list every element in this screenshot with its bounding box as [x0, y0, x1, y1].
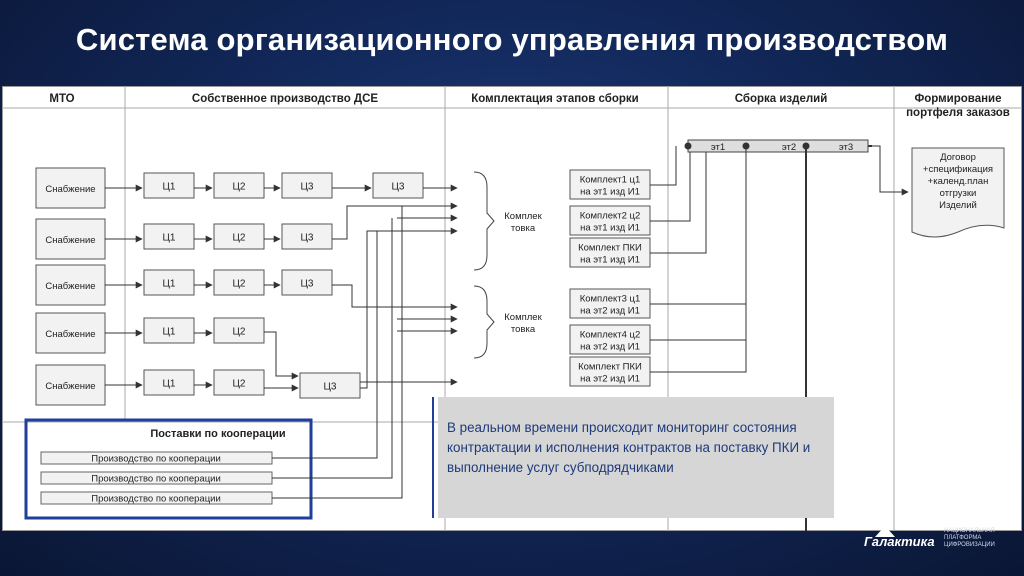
workshop-c3-extra-label: Ц3 — [392, 182, 405, 193]
kitting-bracket — [473, 285, 495, 359]
stage-junction — [684, 142, 692, 150]
workshop-c3-extra — [372, 172, 424, 199]
kit-box — [569, 169, 651, 200]
order-document-icon — [911, 147, 1005, 238]
workshop-c3 — [281, 269, 333, 296]
workshop-c1-label: Ц1 — [163, 233, 176, 244]
kit-box — [569, 324, 651, 355]
logo-name: Галактика — [864, 534, 935, 549]
slide-title: Система организационного управления прои… — [75, 22, 949, 57]
logo-subtitle: НАЦИОНАЛЬНАЯ ПЛАТФОРМА ЦИФРОВИЗАЦИИ — [944, 528, 995, 548]
supply-box — [35, 364, 106, 406]
kit-connector — [650, 146, 707, 254]
workshop-c2 — [213, 317, 265, 344]
kitting-bracket — [473, 171, 495, 271]
column-header-mto: МТО — [49, 93, 74, 105]
column-header-production: Собственное производство ДСЕ — [192, 93, 379, 105]
column-header-assembly: Сборка изделий — [735, 93, 828, 105]
kit-connector — [650, 146, 691, 222]
workshop-c2-label: Ц2 — [233, 279, 246, 290]
stage-label: эт1 — [711, 142, 725, 153]
cooperation-title: Поставки по кооперации — [150, 428, 285, 440]
galaktika-logo: Галактика НАЦИОНАЛЬНАЯ ПЛАТФОРМА ЦИФРОВИ… — [860, 524, 1010, 564]
kit-connector — [650, 146, 747, 305]
workshop-c2 — [213, 269, 265, 296]
workshop-c2 — [213, 172, 265, 199]
workshop-c3-label: Ц3 — [301, 233, 314, 244]
workshop-c1 — [143, 269, 195, 296]
workshop-c2-label: Ц2 — [233, 182, 246, 193]
supply-box-label: Снабжение — [45, 281, 95, 292]
workshop-c1-label: Ц1 — [163, 182, 176, 193]
kit-connector — [650, 146, 747, 373]
kit-connector — [650, 146, 747, 341]
workshop-c1 — [143, 369, 195, 396]
workshop-c1 — [143, 172, 195, 199]
supply-box-label: Снабжение — [45, 329, 95, 340]
workshop-c3-label: Ц3 — [301, 182, 314, 193]
supply-box — [35, 218, 106, 260]
cooperation-connector — [272, 231, 378, 459]
stage-label: эт2 — [782, 142, 796, 153]
workshop-c3 — [281, 223, 333, 250]
supply-box-label: Снабжение — [45, 381, 95, 392]
cooperation-connector — [272, 206, 403, 499]
workshop-c3-label: Ц3 — [301, 279, 314, 290]
flow-arrow — [264, 331, 299, 380]
swimlane-frame — [2, 86, 1022, 531]
cooperation-connector — [272, 218, 393, 479]
column-header-kitting: Комплектация этапов сборки — [471, 93, 638, 105]
cooperation-item-label: Производство по кооперации — [91, 454, 221, 465]
monitoring-callout: В реальном времени происходит мониторинг… — [432, 397, 834, 518]
flow-arrow — [332, 284, 458, 311]
flow-arrow — [360, 227, 458, 389]
diagram-panel: МТО Собственное производство ДСЕ Комплек… — [2, 86, 1022, 531]
workshop-c3-lower-label: Ц3 — [324, 382, 337, 393]
workshop-c2 — [213, 223, 265, 250]
workshop-c3 — [281, 172, 333, 199]
stage-label: эт3 — [839, 142, 853, 153]
workshop-c2-label: Ц2 — [233, 379, 246, 390]
cooperation-item-label: Производство по кооперации — [91, 474, 221, 485]
order-arrow — [868, 145, 909, 196]
workshop-c1-label: Ц1 — [163, 279, 176, 290]
supply-box — [35, 167, 106, 209]
kit-box — [569, 237, 651, 268]
cooperation-item-label: Производство по кооперации — [91, 494, 221, 505]
workshop-c2-label: Ц2 — [233, 233, 246, 244]
process-diagram: МТО Собственное производство ДСЕ Комплек… — [2, 86, 1022, 531]
flow-arrow — [332, 202, 458, 240]
supply-box-label: Снабжение — [45, 184, 95, 195]
callout-accent-bar — [432, 397, 434, 518]
workshop-c1-label: Ц1 — [163, 327, 176, 338]
workshop-c1 — [143, 223, 195, 250]
supply-box-label: Снабжение — [45, 235, 95, 246]
logo-mark-icon — [875, 526, 895, 537]
workshop-c2 — [213, 369, 265, 396]
workshop-c2-label: Ц2 — [233, 327, 246, 338]
kit-box — [569, 288, 651, 319]
kit-connector — [650, 146, 677, 186]
kit-box — [569, 205, 651, 236]
workshop-c3-lower — [299, 372, 361, 399]
cooperation-frame — [24, 418, 313, 520]
workshop-c1-label: Ц1 — [163, 379, 176, 390]
workshop-c1 — [143, 317, 195, 344]
monitoring-text: В реальном времени происходит мониторинг… — [447, 420, 811, 475]
